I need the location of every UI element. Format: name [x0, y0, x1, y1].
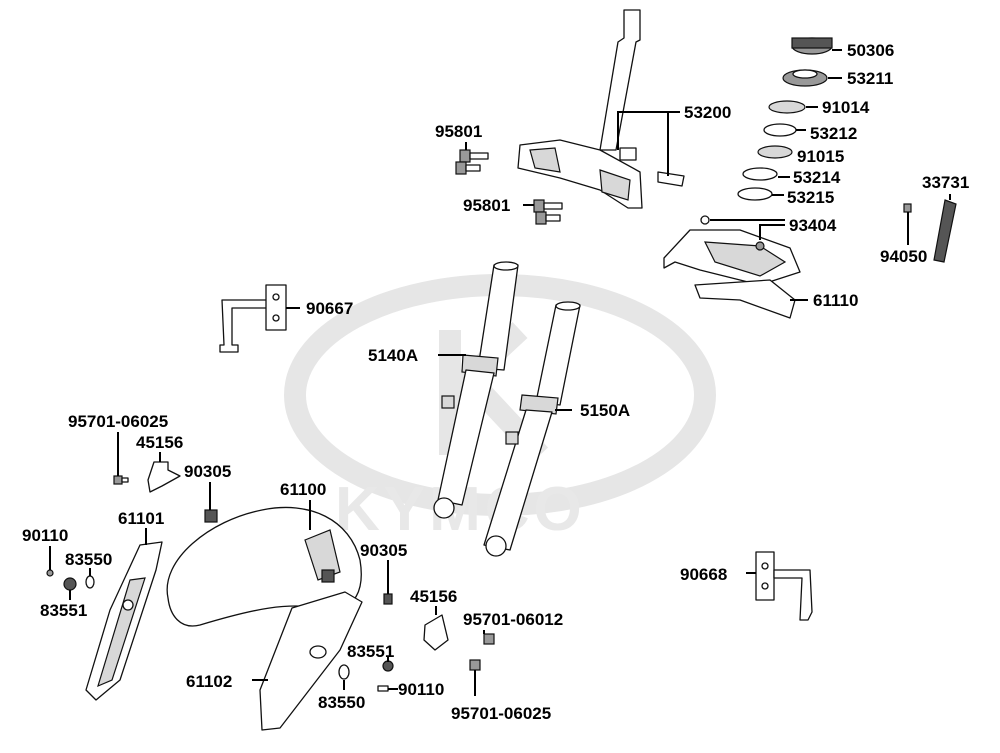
label-61110: 61110 [813, 291, 858, 310]
label-5140A: 5140A [368, 346, 418, 365]
label-61102: 61102 [186, 672, 232, 691]
label-94050: 94050 [880, 247, 927, 266]
reflector-33731 [903, 199, 957, 263]
label-33731: 33731 [922, 173, 969, 192]
label-90110-left: 90110 [22, 526, 68, 545]
bracket-90668 [755, 551, 813, 621]
label-95701-06025-top: 95701-06025 [68, 412, 168, 431]
side-panel-61101 [85, 541, 163, 701]
leader-lines [49, 49, 951, 696]
label-83550-left: 83550 [65, 550, 112, 569]
label-95801-bottom: 95801 [463, 196, 510, 215]
label-45156-bottom: 45156 [410, 587, 457, 606]
label-53200: 53200 [684, 103, 731, 122]
label-61101: 61101 [118, 509, 164, 528]
label-53211: 53211 [847, 69, 893, 88]
part-labels: 50306 53211 91014 53212 91015 53214 5321… [22, 41, 969, 723]
label-53212: 53212 [810, 124, 857, 143]
fork-5140A [433, 261, 519, 519]
small-hardware [46, 461, 495, 692]
fork-5150A [483, 301, 581, 557]
label-93404: 93404 [789, 216, 837, 235]
label-90305-bottom: 90305 [360, 541, 407, 560]
label-91014: 91014 [822, 98, 870, 117]
label-90305-top: 90305 [184, 462, 231, 481]
label-95801-top: 95801 [435, 122, 482, 141]
label-61100: 61100 [280, 480, 326, 499]
label-83551-left: 83551 [40, 601, 87, 620]
label-91015: 91015 [797, 147, 844, 166]
label-95701-06025-bottom: 95701-06025 [451, 704, 551, 723]
label-83550-bottom: 83550 [318, 693, 365, 712]
label-53215: 53215 [787, 188, 834, 207]
label-90110-bottom: 90110 [398, 680, 444, 699]
label-90667: 90667 [306, 299, 353, 318]
steering-stem [517, 9, 685, 209]
inner-fender-61102 [259, 591, 363, 731]
steering-bearing-stack [737, 37, 833, 201]
label-90668: 90668 [680, 565, 727, 584]
label-45156-top: 45156 [136, 433, 183, 452]
bolts-95801 [455, 149, 563, 225]
label-53214: 53214 [793, 168, 841, 187]
label-95701-06012: 95701-06012 [463, 610, 563, 629]
label-50306: 50306 [847, 41, 894, 60]
bracket-90667 [219, 284, 287, 353]
label-5150A: 5150A [580, 401, 630, 420]
label-83551-bottom: 83551 [347, 642, 394, 661]
front-fender-61100 [166, 506, 362, 627]
front-cover-61110 [663, 215, 801, 319]
